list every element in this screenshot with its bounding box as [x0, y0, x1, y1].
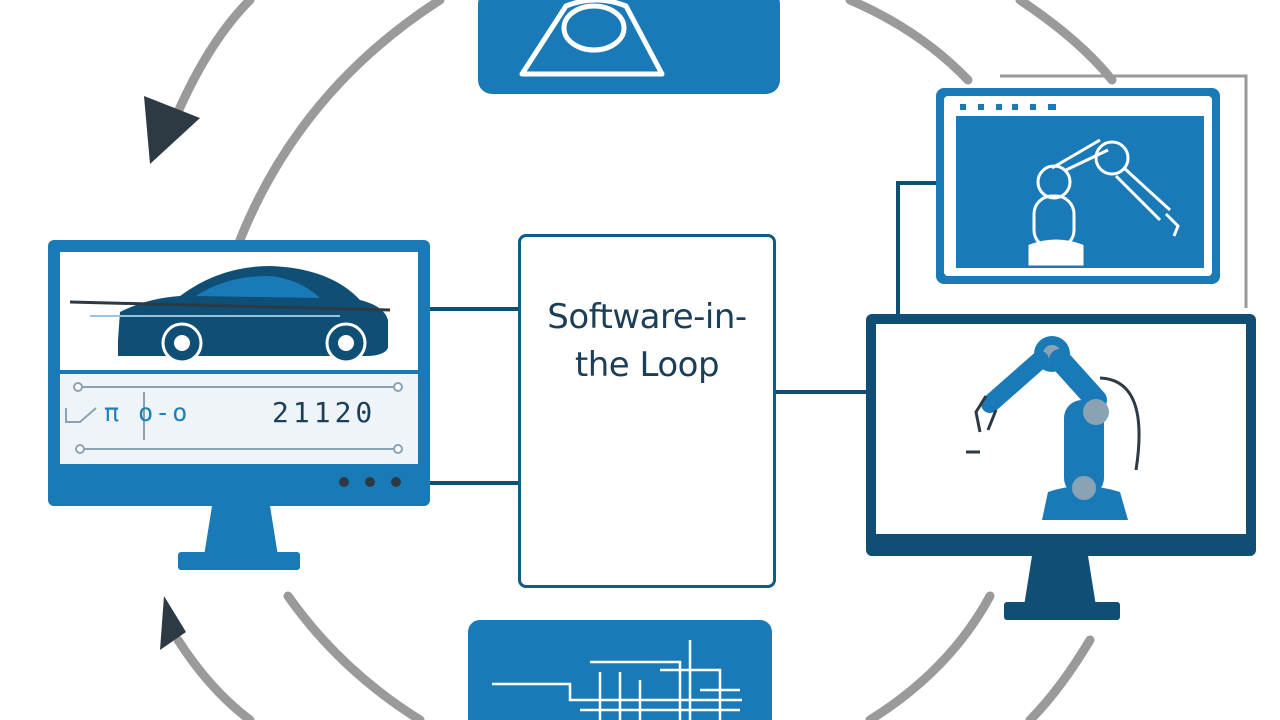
left-monitor-sliders	[65, 382, 403, 454]
loop-arc-bottom-left-inner	[283, 591, 425, 720]
center-title-line-2: the Loop	[574, 345, 720, 385]
loop-arc-outer-right	[1015, 0, 1117, 85]
mountain-icon	[519, 0, 665, 77]
loop-circle	[173, 0, 1117, 720]
left-monitor	[48, 240, 430, 570]
loop-arc-bottom-left	[173, 635, 255, 720]
robotic-arm-icon	[1028, 138, 1180, 266]
robotic-arm-icon-large	[966, 336, 1141, 520]
left-monitor-readout-right: 21120	[272, 396, 377, 429]
left-monitor-readout-left: π o-o	[104, 398, 190, 427]
left-monitor-dot-1	[339, 477, 349, 487]
left-monitor-dot-2	[365, 477, 375, 487]
right-monitor	[866, 314, 1256, 620]
top-tile	[478, 0, 780, 94]
chart-icon	[492, 640, 742, 720]
bottom-tile-bg	[468, 620, 772, 720]
top-right-window-back-frame	[1000, 74, 1248, 308]
top-right-window-screen	[956, 116, 1204, 268]
top-right-window	[936, 74, 1248, 308]
loop-arc-top-left	[173, 0, 255, 117]
center-title-line-1: Software-in-	[547, 297, 747, 337]
sun-ring-icon	[561, 3, 627, 53]
loop-arrowhead-bottom-icon	[160, 596, 186, 650]
window-toolbar-dots	[960, 104, 1056, 110]
right-monitor-stand	[1024, 556, 1096, 606]
bottom-tile	[468, 620, 772, 720]
loop-arc-bottom-right-outer	[1025, 635, 1095, 720]
left-monitor-dot-3	[391, 477, 401, 487]
loop-arc-bottom-right	[865, 591, 995, 720]
loop-arc-top-right	[845, 0, 973, 85]
right-monitor-base	[1004, 602, 1120, 620]
loop-arc-inner-left	[235, 0, 445, 245]
car-icon	[69, 266, 391, 364]
center-title: Software-in- the Loop	[521, 293, 773, 389]
loop-arrowhead-top-icon	[144, 96, 200, 164]
left-monitor-stand	[204, 506, 278, 556]
left-monitor-base	[178, 552, 300, 570]
software-in-the-loop-box: Software-in- the Loop	[518, 234, 776, 588]
